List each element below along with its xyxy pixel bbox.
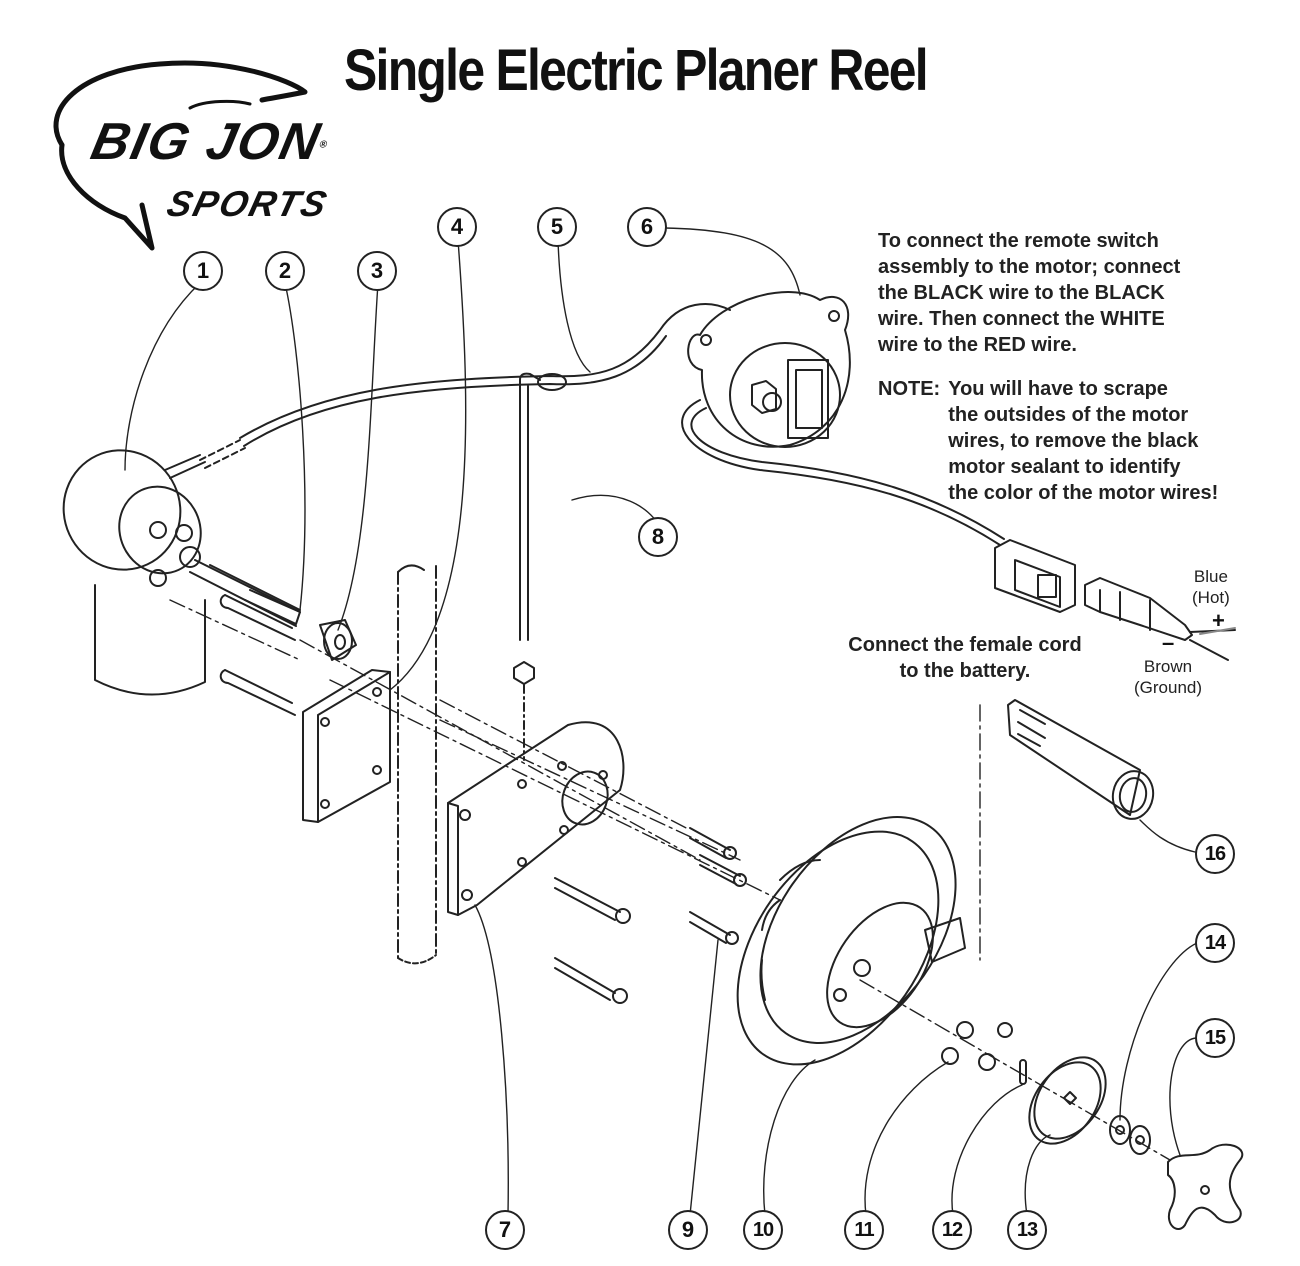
washers-drawing xyxy=(1109,1115,1151,1155)
battery-instruction: Connect the female cord to the battery. xyxy=(848,634,1082,682)
callout-7: 7 xyxy=(485,1210,525,1250)
callout-15: 15 xyxy=(1195,1018,1235,1058)
bushings-drawing xyxy=(941,1021,1027,1085)
leader-lines xyxy=(124,227,1198,1216)
positive-sign: + xyxy=(1212,608,1225,633)
callout-2: 2 xyxy=(265,251,305,291)
spacer-drawing xyxy=(319,619,357,661)
wiring-instructions: To connect the remote switch assembly to… xyxy=(878,228,1288,506)
motor-drawing xyxy=(62,449,301,696)
callout-12: 12 xyxy=(932,1210,972,1250)
negative-sign: – xyxy=(1162,630,1175,655)
note-block: NOTE: You will have to scrape the outsid… xyxy=(878,376,1288,506)
callout-14: 14 xyxy=(1195,923,1235,963)
callout-13: 13 xyxy=(1007,1210,1047,1250)
logo-subtitle: SPORTS xyxy=(163,183,333,224)
spool-drawing xyxy=(736,816,966,1066)
female-connector-drawing xyxy=(1084,577,1236,661)
page-title: Single Electric Planer Reel xyxy=(344,38,929,103)
logo-fish-icon xyxy=(53,60,308,251)
callout-6: 6 xyxy=(627,207,667,247)
callout-5: 5 xyxy=(537,207,577,247)
assembly-lines xyxy=(169,599,1171,1161)
callout-11: 11 xyxy=(844,1210,884,1250)
callout-3: 3 xyxy=(357,251,397,291)
note-text: You will have to scrape the outsides of … xyxy=(948,378,1219,504)
backing-plate-drawing xyxy=(302,669,391,823)
callout-16: 16 xyxy=(1195,834,1235,874)
motor-wire-drawing xyxy=(199,303,731,469)
threaded-stud-drawing xyxy=(209,564,301,716)
callout-10: 10 xyxy=(743,1210,783,1250)
drag-disc-drawing xyxy=(1028,1056,1107,1145)
callout-9: 9 xyxy=(668,1210,708,1250)
pole-drawing xyxy=(397,564,437,965)
cap-screws-drawing xyxy=(554,827,747,1004)
note-label: NOTE: xyxy=(878,378,941,400)
callout-1: 1 xyxy=(183,251,223,291)
mounting-bracket-drawing xyxy=(447,721,625,916)
logo-brand-text: BIG JON xyxy=(86,113,327,171)
negative-wire-label: Brown (Ground) xyxy=(1134,657,1203,697)
u-bolt-drawing xyxy=(513,372,567,761)
remote-switch-drawing xyxy=(681,291,1005,546)
logo-brand: BIG JON® xyxy=(85,112,336,175)
star-knob-drawing xyxy=(1167,1143,1244,1230)
callout-4: 4 xyxy=(437,207,477,247)
callout-8: 8 xyxy=(638,517,678,557)
connect-instructions: To connect the remote switch assembly to… xyxy=(878,230,1181,356)
positive-wire-label: Blue (Hot) xyxy=(1192,567,1230,607)
male-connector-drawing xyxy=(994,539,1076,613)
battery-plug-drawing xyxy=(1007,699,1155,820)
